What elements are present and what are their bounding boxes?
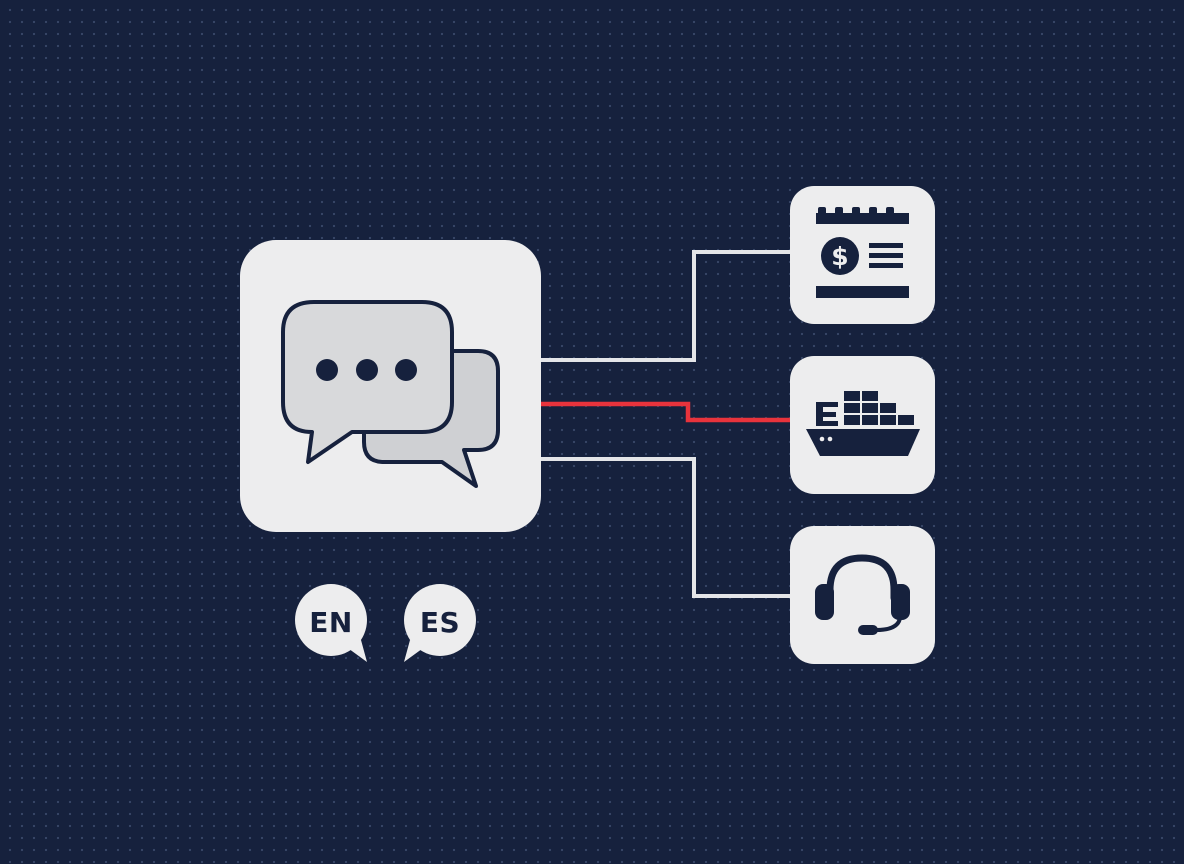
headset-icon [815,554,910,635]
cargo-ship-icon [806,391,920,456]
chat-bubbles-icon [281,300,500,488]
language-code-en: EN [309,606,353,639]
dot-icon [356,359,378,381]
shipping-tile[interactable] [790,356,935,494]
invoice-dollar-icon: $ [816,207,909,298]
language-bubble-en[interactable]: EN [291,584,371,664]
language-code-es: ES [419,606,461,639]
billing-tile[interactable]: $ [790,186,935,324]
language-bubble-es[interactable]: ES [400,584,480,664]
svg-text:$: $ [831,242,848,271]
connector-to-shipping-highlighted [541,401,792,423]
chat-hub-tile[interactable] [240,240,541,532]
speech-bubble-icon [404,584,476,662]
connector-to-support [541,457,792,598]
connector-to-billing [541,250,792,362]
support-tile[interactable] [790,526,935,664]
dot-icon [395,359,417,381]
speech-bubble-icon [295,584,367,662]
dot-icon [316,359,338,381]
